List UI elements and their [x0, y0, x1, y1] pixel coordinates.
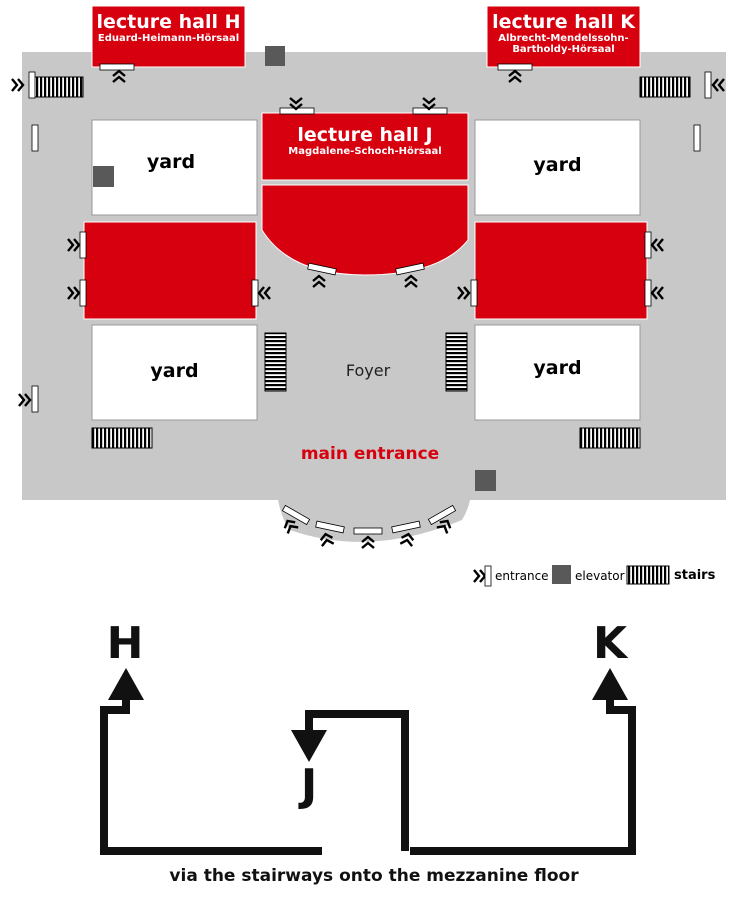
legend-stairs-label: stairs [674, 568, 716, 583]
yard-bottom-right [474, 324, 641, 421]
lecture-hall-k-label: lecture hall K Albrecht-Mendelssohn- Bar… [487, 11, 640, 55]
lecture-hall-h-block [91, 5, 246, 68]
legend-symbols [472, 565, 670, 587]
lecture-hall-j-title: lecture hall J [297, 124, 433, 146]
lecture-hall-k-title: lecture hall K [492, 11, 635, 33]
elevator-bottom [475, 470, 496, 491]
lecture-hall-h-title: lecture hall H [96, 11, 241, 33]
lecture-hall-j-auditorium [261, 184, 469, 276]
diagram-caption: via the stairways onto the mezzanine flo… [169, 866, 579, 886]
yard-top-right [474, 119, 641, 216]
hall-left-block [83, 221, 257, 320]
stairs-bottom-left [91, 427, 153, 449]
yard-bottom-left [91, 324, 258, 421]
lecture-hall-h-label: lecture hall H Eduard-Heimann-Hörsaal [92, 11, 245, 44]
stairs-bottom-right [579, 427, 641, 449]
diagram-letter-h: H [106, 618, 144, 669]
entrance-doors [28, 63, 712, 535]
lecture-hall-j-subtitle: Magdalene-Schoch-Hörsaal [288, 146, 442, 157]
main-entrance-label: main entrance [300, 444, 440, 464]
stairs-foyer-right [445, 332, 468, 392]
elevator-yard [93, 166, 114, 187]
yard-top-left [91, 119, 258, 216]
lecture-hall-k-subtitle-1: Albrecht-Mendelssohn- [498, 33, 629, 44]
lecture-hall-k-subtitle-2: Bartholdy-Hörsaal [512, 44, 615, 55]
stairs-top-right [639, 76, 691, 98]
lecture-hall-j-label: lecture hall J Magdalene-Schoch-Hörsaal [262, 124, 468, 157]
hall-right-block [474, 221, 648, 320]
legend-entrance-label: entrance [495, 569, 549, 583]
lecture-hall-k-block [486, 5, 641, 68]
foyer-label: Foyer [345, 361, 391, 380]
lecture-hall-h-subtitle: Eduard-Heimann-Hörsaal [97, 33, 240, 44]
legend-elevator-label: elevator [575, 569, 625, 583]
yard-bottom-left-label: yard [150, 360, 199, 382]
yard-top-right-label: yard [533, 154, 582, 176]
diagram-letter-j: J [300, 760, 318, 811]
route-arrowheads [108, 668, 628, 762]
yard-bottom-right-label: yard [533, 357, 582, 379]
yard-top-left-label: yard [146, 151, 196, 173]
diagram-letter-k: K [592, 618, 628, 669]
route-diagram [100, 700, 636, 855]
stairs-top-left [32, 76, 84, 98]
elevator-top [265, 46, 285, 66]
stairs-foyer-left [264, 332, 287, 392]
lecture-hall-j-block [261, 112, 469, 181]
